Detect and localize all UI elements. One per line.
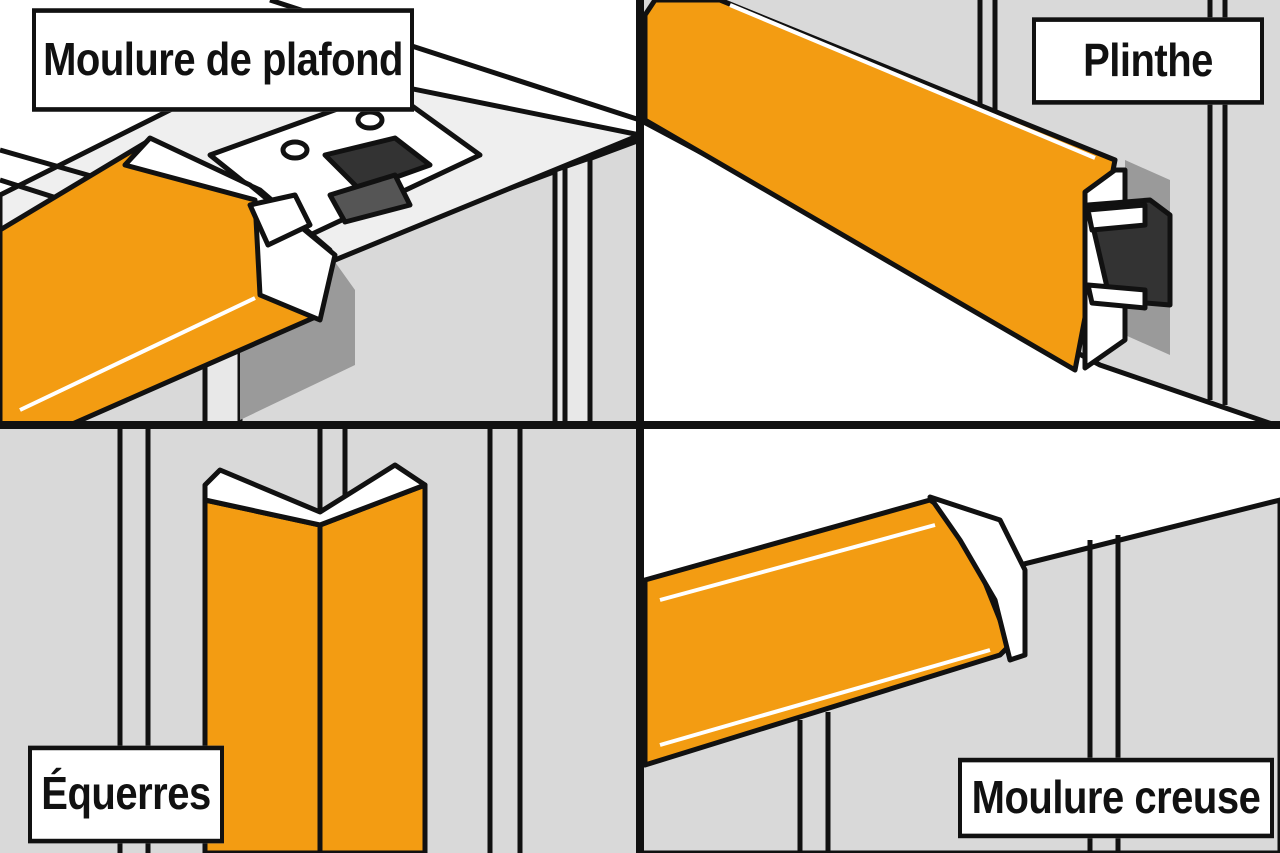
label-ceiling-molding: Moulure de plafond bbox=[32, 8, 414, 112]
label-corner-pieces: Équerres bbox=[28, 745, 224, 844]
plinth-body bbox=[642, 0, 1118, 373]
label-plinth: Plinthe bbox=[1032, 17, 1264, 105]
cove-molding-endcap bbox=[927, 494, 1028, 663]
end-cap-tab bbox=[247, 192, 313, 248]
corner-profile-top bbox=[202, 462, 428, 528]
corner-profile-body bbox=[202, 482, 428, 853]
mounting-clip bbox=[280, 109, 433, 225]
mounting-clip bbox=[1085, 197, 1173, 311]
label-cove-molding: Moulure creuse bbox=[958, 757, 1274, 839]
wall-post bbox=[552, 155, 593, 428]
